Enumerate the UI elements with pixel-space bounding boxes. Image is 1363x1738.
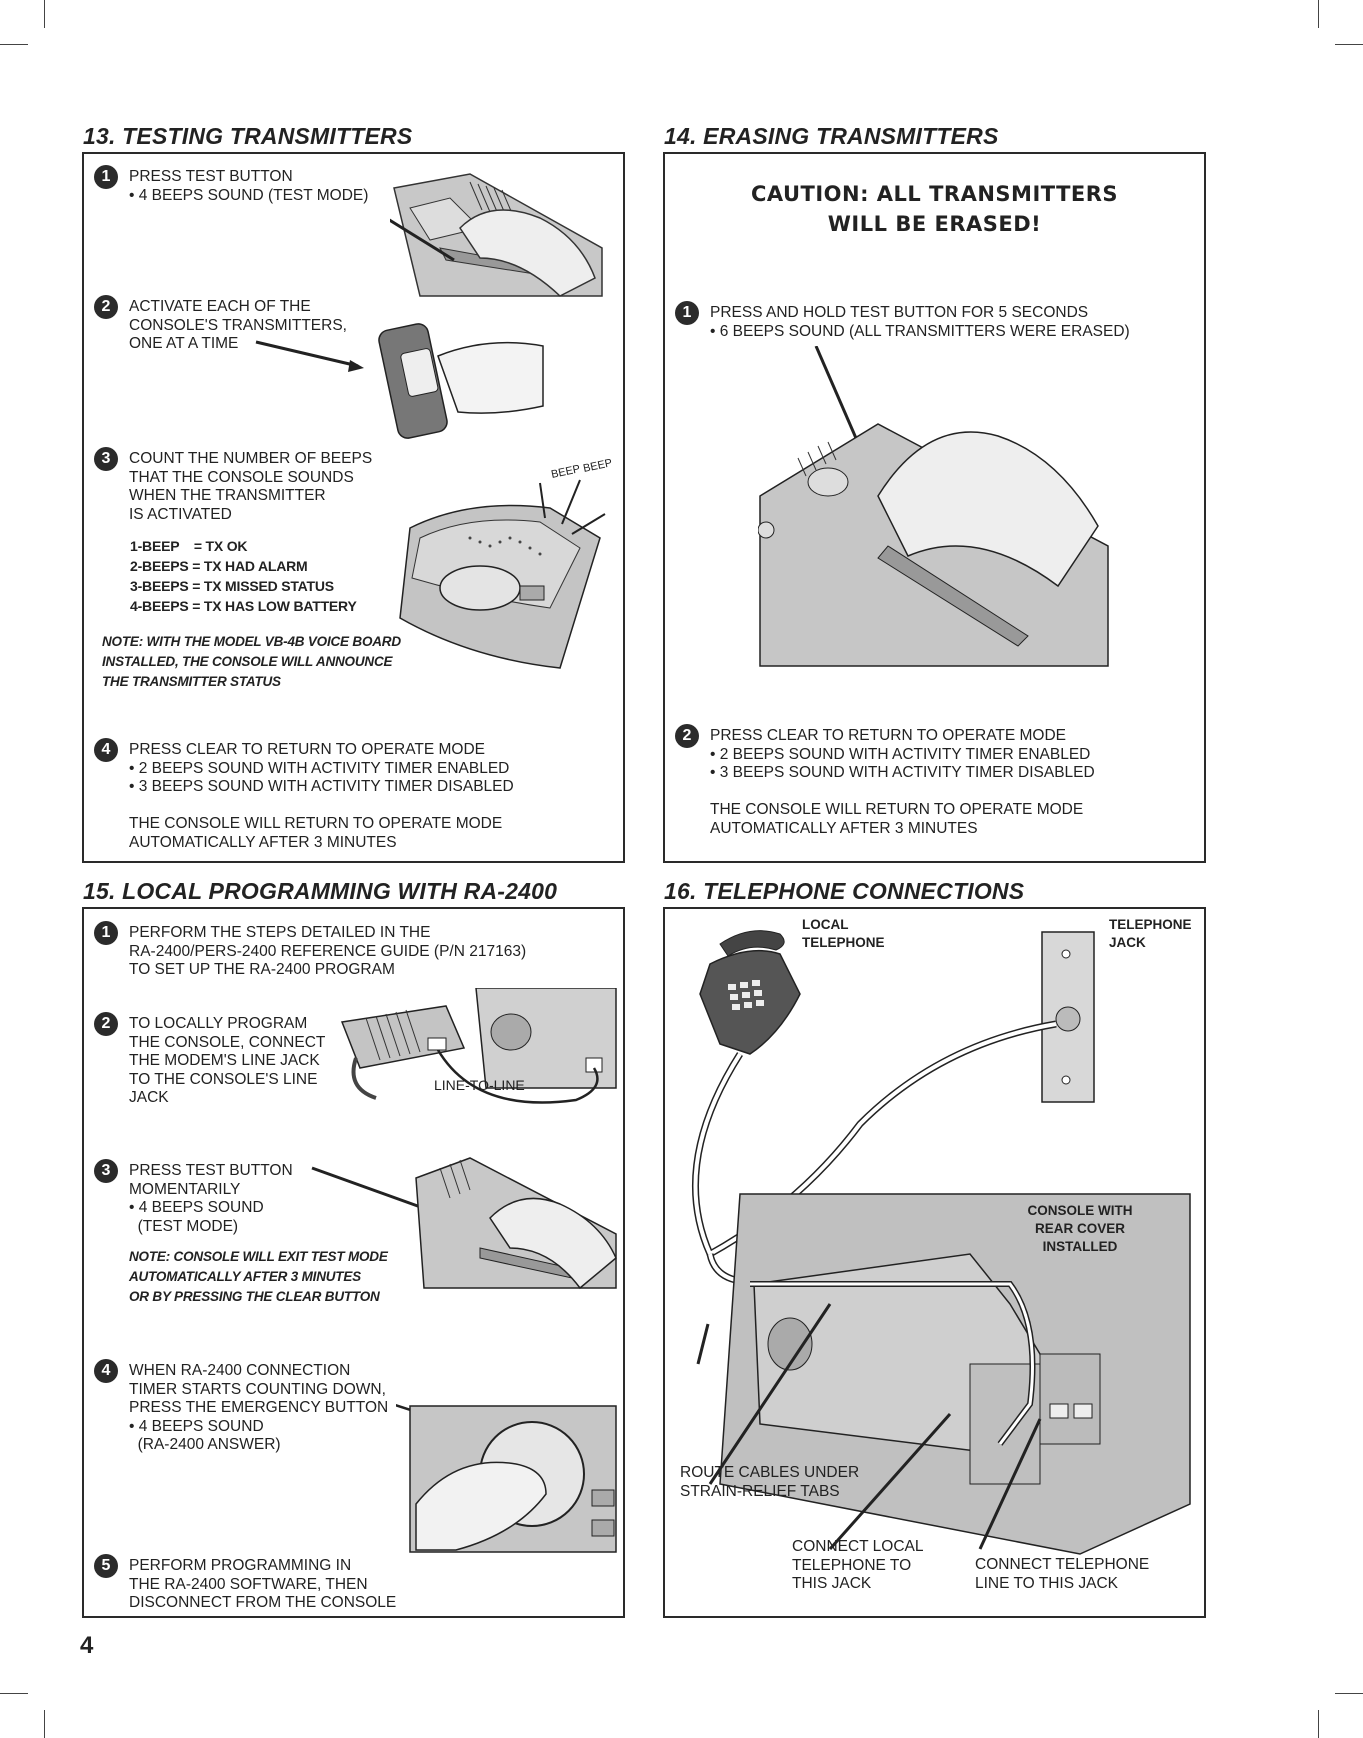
beep-label-2: BEEP [582, 458, 612, 475]
s13-step-4: 4 PRESS CLEAR TO RETURN TO OPERATE MODE•… [94, 738, 514, 852]
section-13-title: 13. TESTING TRANSMITTERS [83, 123, 413, 149]
step-text: PRESS CLEAR TO RETURN TO OPERATE MODE• 2… [129, 741, 514, 851]
telephone-connections-illustration [692, 930, 1191, 1555]
section-14-title: 14. ERASING TRANSMITTERS [664, 123, 999, 149]
crop-mark [44, 1710, 45, 1738]
step-number: 2 [675, 724, 699, 748]
line-to-line-label: LINE-TO-LINE [434, 1077, 525, 1093]
console-beeping-illustration: BEEP BEEP [399, 458, 612, 669]
crop-mark [1335, 44, 1363, 45]
step-number: 2 [94, 295, 118, 319]
step-number: 4 [94, 1359, 118, 1383]
step-text: PRESS TEST BUTTON• 4 BEEPS SOUND (TEST M… [129, 168, 369, 204]
modem-to-console-illustration: LINE-TO-LINE [340, 988, 617, 1104]
step-number: 1 [94, 165, 118, 189]
test-button-illustration [390, 173, 603, 297]
step-number: 1 [675, 301, 699, 325]
step-number: 5 [94, 1554, 118, 1578]
press-test-button-illustration [311, 1157, 617, 1290]
step-number: 1 [94, 921, 118, 945]
step-text: PRESS CLEAR TO RETURN TO OPERATE MODE• 2… [710, 727, 1095, 837]
crop-mark [1318, 0, 1319, 28]
step-number: 4 [94, 738, 118, 762]
crop-mark [0, 1693, 28, 1694]
step-number: 3 [94, 1159, 118, 1183]
crop-mark [1318, 1710, 1319, 1738]
hold-test-button-illustration [758, 346, 1109, 667]
crop-mark [0, 44, 28, 45]
beep-label-1: BEEP [550, 463, 581, 481]
page-number: 4 [80, 1632, 94, 1659]
step-text: PRESS AND HOLD TEST BUTTON FOR 5 SECONDS… [710, 304, 1130, 340]
pendant-transmitter-illustration [255, 323, 544, 439]
s14-step-2: 2 PRESS CLEAR TO RETURN TO OPERATE MODE•… [675, 724, 1095, 838]
s13-step-1: 1 PRESS TEST BUTTON• 4 BEEPS SOUND (TEST… [94, 165, 369, 205]
section-15-title: 15. LOCAL PROGRAMMING WITH RA-2400 [83, 878, 558, 904]
crop-mark [1335, 1693, 1363, 1694]
emergency-button-illustration [396, 1404, 617, 1553]
s14-step-1: 1 PRESS AND HOLD TEST BUTTON FOR 5 SECON… [675, 301, 1130, 341]
step-number: 2 [94, 1012, 118, 1036]
step-number: 3 [94, 447, 118, 471]
crop-mark [44, 0, 45, 28]
section-16-title: 16. TELEPHONE CONNECTIONS [664, 878, 1025, 904]
